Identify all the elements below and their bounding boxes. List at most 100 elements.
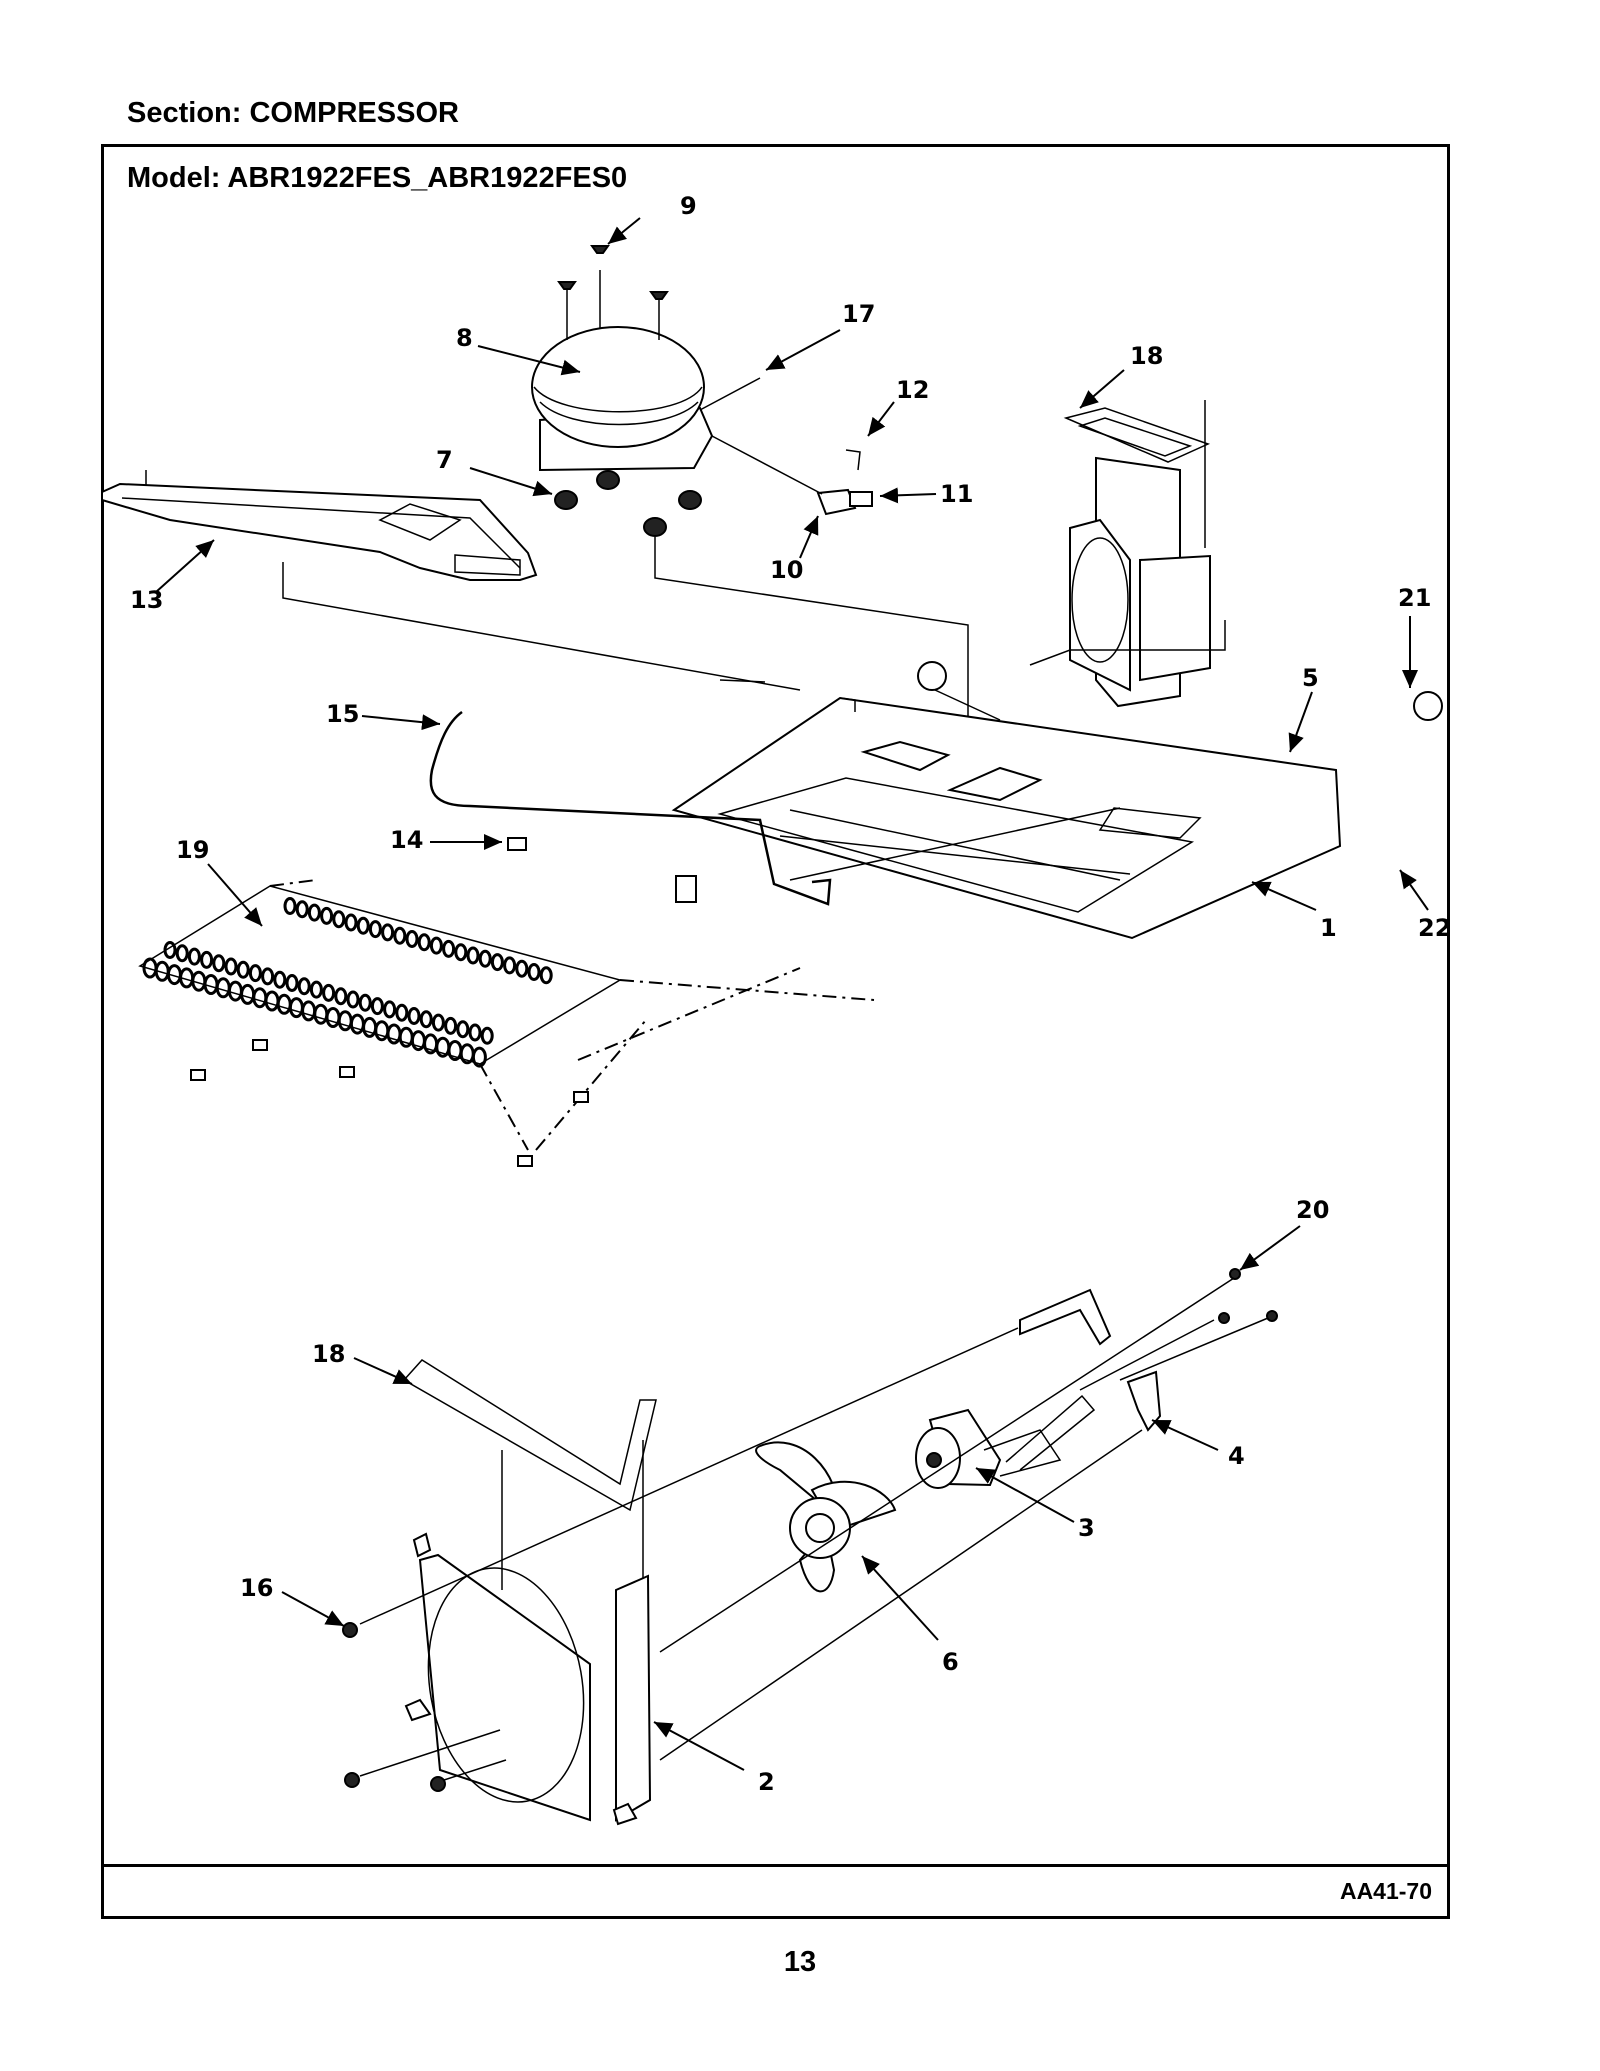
callout-6: 6 (942, 1648, 959, 1676)
coil-loop (301, 1000, 317, 1022)
coil-loop (368, 920, 382, 939)
coil-loop (276, 993, 292, 1015)
coil-loop (227, 980, 243, 1002)
coil-feet-part (190, 1039, 589, 1167)
fan-blade-part (755, 1441, 897, 1593)
page-number: 13 (783, 1946, 817, 1978)
coil-loop (236, 960, 250, 979)
coil-loop (356, 916, 370, 935)
coil-loop (358, 993, 372, 1012)
coil-loop (200, 950, 214, 969)
coil-loop (466, 946, 480, 965)
coil-loop (224, 957, 238, 976)
coil-loop (419, 1010, 433, 1029)
coil-loop (187, 947, 201, 966)
coil-loop (297, 977, 311, 996)
callout-12: 12 (896, 376, 929, 404)
coil-loop (374, 1020, 390, 1042)
coil-loop (381, 923, 395, 942)
callout-leaders (155, 217, 1429, 1771)
callout-18-lower: 18 (312, 1340, 345, 1368)
callout-5: 5 (1302, 664, 1319, 692)
fan-shroud-upper-part (1063, 400, 1211, 708)
base-plate-part (671, 661, 1443, 940)
coil-loop (261, 967, 275, 986)
coil-loop (405, 930, 419, 948)
coil-loop (407, 1007, 421, 1025)
coil-loop (309, 980, 323, 999)
coil-loop (273, 970, 287, 989)
condenser-coil-part (138, 879, 875, 1151)
coil-loop (478, 949, 492, 968)
coil-loop (456, 1020, 470, 1039)
coil-loop (344, 913, 358, 932)
relay-part (699, 377, 873, 516)
screws-part (342, 1268, 1278, 1792)
coil-loop (362, 1016, 378, 1038)
model-title: Model: ABR1922FES_ABR1922FES0 (127, 162, 627, 195)
section-title: Section: COMPRESSOR (127, 97, 459, 130)
callout-16: 16 (240, 1574, 273, 1602)
tubing-part (429, 710, 832, 906)
coil-loop (490, 953, 504, 972)
coil-loop (393, 926, 407, 945)
coil-loop (429, 936, 443, 955)
coil-loop (337, 1010, 353, 1032)
coil-loop (325, 1007, 341, 1028)
coil-loop (468, 1023, 482, 1042)
callout-19: 19 (176, 836, 209, 864)
coil-loop (322, 983, 336, 1002)
coil-loop (313, 1003, 329, 1025)
callout-numbers: 9 8 17 18 12 11 7 10 13 21 5 15 14 19 1 … (130, 192, 1451, 1796)
coil-loop (370, 997, 384, 1016)
grommets-part (554, 470, 702, 537)
coil-loop (295, 900, 309, 919)
callout-4: 4 (1228, 1442, 1245, 1470)
callout-13: 13 (130, 586, 163, 614)
coil-loop (471, 1046, 487, 1068)
motor-bracket-part (1005, 1288, 1162, 1471)
callout-1: 1 (1320, 914, 1337, 942)
callout-2: 2 (758, 1768, 775, 1796)
compressor-part (531, 245, 714, 472)
callout-8: 8 (456, 324, 473, 352)
callout-11: 11 (940, 480, 973, 508)
callout-7: 7 (436, 446, 453, 474)
shroud-part (404, 1532, 652, 1826)
coil-loop (346, 990, 360, 1009)
coil-loop (248, 964, 262, 983)
coil-loop (175, 944, 189, 963)
coil-loop (285, 974, 299, 992)
coil-loop (252, 987, 268, 1009)
callout-14: 14 (390, 826, 423, 854)
coil-loop (395, 1003, 409, 1022)
coil-loop (349, 1013, 365, 1035)
coil-loop (431, 1013, 445, 1032)
coil-loop (442, 939, 456, 958)
fan-motor-part (915, 1408, 1062, 1489)
callout-10: 10 (770, 556, 803, 584)
callout-18-upper: 18 (1130, 342, 1163, 370)
coil-loop (307, 903, 321, 922)
coil-loop (332, 910, 346, 929)
drain-pan-part (101, 470, 538, 581)
diagram-code: AA41-70 (1339, 1878, 1432, 1904)
model-label: Model: (127, 162, 221, 194)
coil-loop (454, 943, 468, 962)
coil-loop (283, 897, 297, 915)
callout-9: 9 (680, 192, 697, 220)
coil-loop (398, 1026, 414, 1048)
section-value: COMPRESSOR (249, 97, 459, 129)
fan-shroud-lower-part (402, 1359, 657, 1590)
coil-loop (212, 954, 226, 973)
coil-loop (215, 977, 231, 999)
model-value: ABR1922FES_ABR1922FES0 (227, 162, 628, 194)
assembly-lines (359, 1277, 1269, 1781)
coil-loop (417, 933, 431, 952)
section-label: Section: (127, 97, 242, 129)
callout-22: 22 (1418, 914, 1451, 942)
coil-loop (383, 1000, 397, 1019)
coil-loop (527, 963, 541, 981)
callout-20: 20 (1296, 1196, 1329, 1224)
